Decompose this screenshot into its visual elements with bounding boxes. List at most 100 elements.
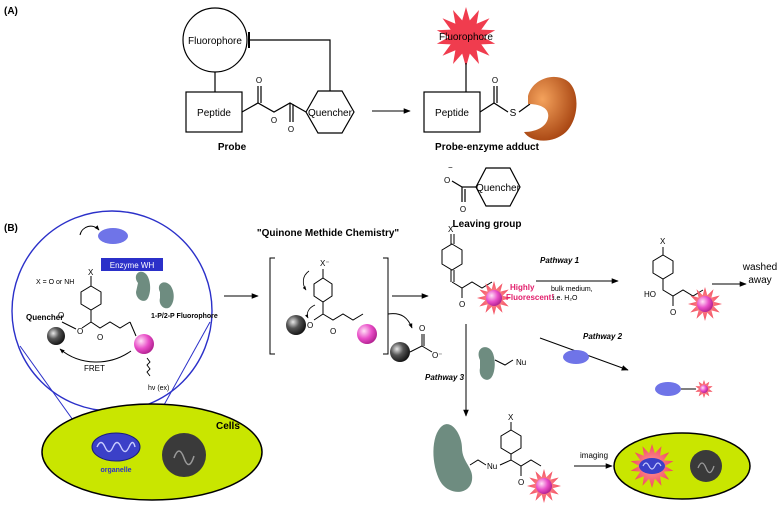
product3-ring: [500, 429, 522, 455]
carbonyl-o: O: [256, 76, 262, 85]
product3-o: O: [518, 478, 524, 487]
washed-label-2: away: [748, 275, 771, 286]
pathway2-label: Pathway 2: [583, 332, 623, 341]
fluor-bond: [129, 321, 137, 337]
highly-fluorescent-1: Highly: [510, 283, 535, 292]
qm-title: "Quinone Methide Chemistry": [257, 228, 400, 239]
pathway2-enzyme-product: [655, 382, 681, 396]
qm-chain: [451, 281, 493, 289]
pathway1-label: Pathway 1: [540, 256, 580, 265]
quencher-b-label: Quencher: [26, 313, 63, 322]
fluorophore-sphere: [134, 334, 154, 354]
imaging-cristae: [642, 462, 662, 470]
product3-enzyme: [433, 424, 473, 492]
qm-x: X: [448, 225, 454, 234]
cells-label: Cells: [216, 421, 240, 432]
x-definition: X = O or NH: [36, 279, 74, 286]
product3-bond: [469, 459, 487, 466]
peptide-box: [185, 91, 243, 133]
x-minus-atom: X⁻: [320, 259, 330, 268]
qm-ring: [441, 243, 463, 271]
product3-x: X: [508, 413, 514, 422]
intermediate-o: O: [307, 321, 313, 330]
adduct-label: Probe-enzyme adduct: [435, 142, 540, 153]
enzyme-blue: [98, 228, 128, 244]
quencher-bond: [61, 321, 77, 330]
release-arrow: [387, 313, 413, 329]
quencher-sphere: [47, 327, 65, 345]
pathway2-fluorophore: [700, 385, 708, 393]
intermediate-o2: O: [330, 327, 336, 336]
excitation-squiggle: [146, 357, 151, 377]
enzyme-wh-box: [101, 258, 163, 271]
qm-o: O: [459, 300, 465, 309]
adduct-carbonyl-o: O: [492, 76, 498, 85]
quench-line: [249, 39, 331, 91]
p1-ring: [652, 254, 674, 280]
leaving-charge: −: [448, 163, 453, 172]
organelle: [91, 432, 141, 462]
sulfur-label: S: [510, 108, 517, 119]
pathway3-enzyme: [478, 347, 495, 380]
leaving-quencher-label: Quencher: [476, 183, 521, 194]
brown-enzyme: [524, 76, 577, 141]
washed-label-1: washed: [742, 262, 777, 273]
electron-arrow-2: [304, 304, 316, 319]
ester-o: O: [271, 116, 277, 125]
leaving-o-bottom: O: [460, 205, 466, 214]
product3-chain: [499, 454, 542, 467]
p1-chain: [662, 279, 704, 297]
x-atom: X: [88, 268, 94, 277]
nucleus: [162, 433, 206, 477]
p1-x: X: [660, 237, 666, 246]
bracket-right: [383, 257, 389, 355]
p1-o: O: [670, 308, 676, 317]
imaging-nucleus: [690, 450, 722, 482]
enzyme-wh-label: Enzyme WH: [110, 261, 155, 270]
intermediate-ring: [313, 277, 333, 303]
fluorophore-b-label: 1-P/2-P Fluorophore: [151, 313, 218, 320]
imaging-cell: [613, 432, 751, 500]
ester-linker: [241, 102, 307, 113]
carboxylate-bonds: [409, 334, 433, 353]
imaging-organelle: [639, 458, 665, 474]
chain-bonds: [81, 321, 131, 329]
ring-o: O: [77, 327, 83, 336]
panel-b-label: (B): [4, 223, 18, 234]
fluorophore-label: Fluorophore: [188, 36, 242, 47]
panel-a-label: (A): [4, 6, 18, 17]
carboxylate-o1: O: [419, 324, 425, 333]
fret-label: FRET: [84, 364, 105, 373]
intermediate-fluorophore: [357, 324, 377, 344]
imaging-dna-icon: [697, 462, 715, 474]
intermediate-chain: [313, 302, 364, 321]
leaving-group-label: Leaving group: [453, 219, 522, 230]
cell: [41, 403, 263, 501]
leaving-o-top: O: [444, 176, 450, 185]
chain-o: O: [97, 333, 103, 342]
organelle-cristae: [96, 441, 136, 453]
imaging-label: imaging: [580, 451, 608, 460]
probe-label: Probe: [218, 142, 247, 153]
bracket-left: [269, 257, 275, 355]
enzyme-grey-1: [135, 271, 151, 301]
quencher-hexagon: [305, 90, 355, 134]
pathway3-nu-bond: [494, 359, 514, 366]
pathway3-nu: Nu: [516, 358, 526, 367]
leaving-bond-1: [451, 180, 463, 188]
peptide-label: Peptide: [197, 108, 231, 119]
pathway3-label: Pathway 3: [425, 373, 465, 382]
qm-fluorophore: [486, 290, 502, 306]
p1-ho: HO: [644, 290, 656, 299]
p1-fluorophore: [697, 296, 713, 312]
released-quencher: [390, 342, 410, 362]
organelle-label: organelle: [100, 467, 131, 474]
product3-nu: Nu: [487, 462, 497, 471]
fluorophore-lit-label: Fluorophore: [439, 32, 493, 43]
fluorophore-burst: [436, 7, 496, 67]
intermediate-quencher: [286, 315, 306, 335]
bulk-medium-1: bulk medium,: [551, 286, 593, 293]
fret-arrow: [59, 348, 132, 363]
